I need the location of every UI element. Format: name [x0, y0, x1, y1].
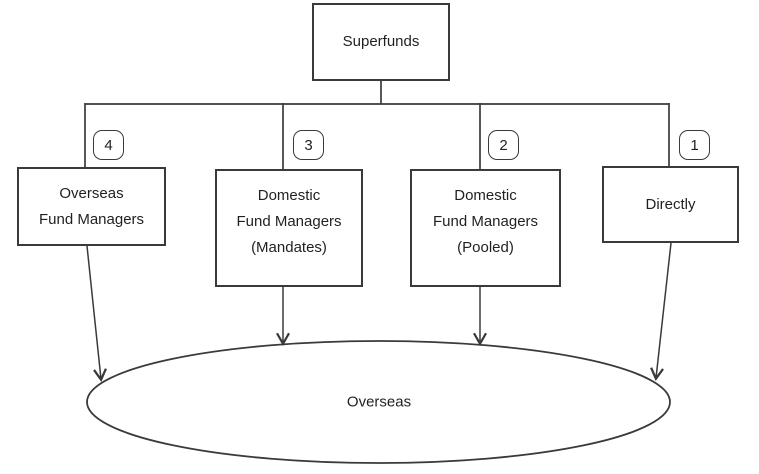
overseas-fund-managers-box: Overseas Fund Managers: [17, 167, 166, 246]
badge-channel-4-number: 4: [104, 136, 113, 154]
arrow-overseas-fund-managers-to-overseas: [86, 245, 107, 383]
badge-channel-3-number: 3: [304, 136, 313, 154]
domestic-fund-managers-pooled-box: Domestic Fund Managers (Pooled): [410, 169, 561, 287]
badge-channel-1: 1: [679, 130, 710, 160]
overseas-ellipse: [86, 340, 671, 464]
badge-channel-2-number: 2: [499, 136, 508, 154]
directly-box: Directly: [602, 166, 739, 243]
superfunds-label: Superfunds: [342, 33, 420, 50]
arrow-directly-to-overseas: [650, 242, 672, 381]
pooled-line-1: Domestic: [454, 187, 517, 204]
overseas-fund-managers-line-2: Fund Managers: [38, 210, 145, 228]
badge-channel-1-number: 1: [690, 136, 699, 154]
pooled-line-2: Fund Managers: [432, 213, 539, 230]
mandates-line-1: Domestic: [257, 187, 321, 204]
badge-channel-3: 3: [293, 130, 324, 160]
badge-channel-2: 2: [488, 130, 519, 160]
superfunds-box: Superfunds: [312, 3, 450, 81]
mandates-line-2: Fund Managers: [236, 213, 342, 230]
overseas-fund-managers-line-1: Overseas: [59, 184, 124, 202]
mandates-line-3: (Mandates): [251, 239, 327, 256]
overseas-ellipse-label: Overseas: [346, 393, 412, 411]
pooled-line-3: (Pooled): [457, 239, 514, 256]
directly-label: Directly: [645, 195, 696, 213]
badge-channel-4: 4: [93, 130, 124, 160]
domestic-fund-managers-mandates-box: Domestic Fund Managers (Mandates): [215, 169, 363, 287]
